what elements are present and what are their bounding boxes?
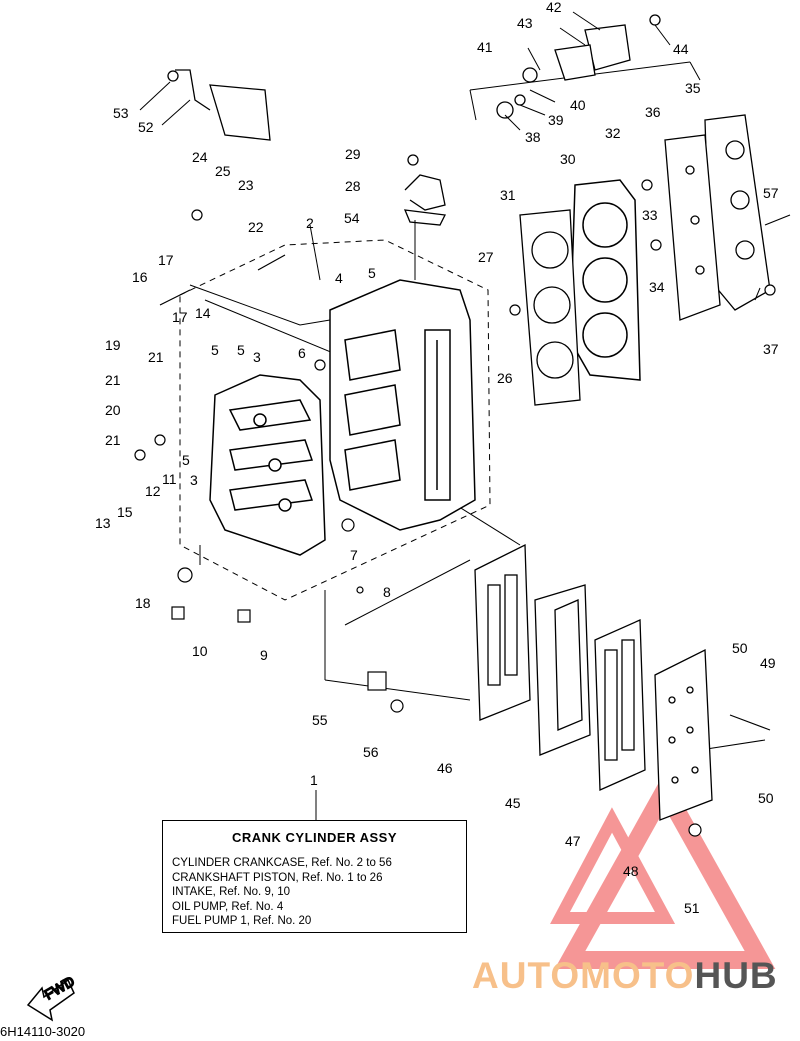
callout-57: 57 <box>763 185 779 201</box>
info-box-lines: CYLINDER CRANKCASE, Ref. No. 2 to 56 CRA… <box>172 856 392 929</box>
callout-24: 24 <box>192 149 208 165</box>
callout-12: 12 <box>145 483 161 499</box>
callout-17: 17 <box>158 252 174 268</box>
callout-26: 26 <box>497 370 513 386</box>
callout-3b: 3 <box>190 472 198 488</box>
callout-10: 10 <box>192 643 208 659</box>
callout-6: 6 <box>298 345 306 361</box>
callout-51: 51 <box>684 900 700 916</box>
info-line: FUEL PUMP 1, Ref. No. 20 <box>172 915 312 928</box>
callout-35: 35 <box>685 80 701 96</box>
callout-25: 25 <box>215 163 231 179</box>
callout-52: 52 <box>138 119 154 135</box>
thermostat-cover <box>496 14 661 119</box>
callout-11: 11 <box>162 471 177 487</box>
callout-27: 27 <box>478 249 494 265</box>
info-line: CRANKSHAFT PISTON, Ref. No. 1 to 26 <box>172 871 383 884</box>
callout-18: 18 <box>135 595 151 611</box>
cylinder-head <box>569 179 641 381</box>
callout-41: 41 <box>477 39 493 55</box>
callout-21c: 21 <box>105 432 121 448</box>
intake-cover-48 <box>654 648 713 821</box>
callout-50a: 50 <box>732 640 748 656</box>
callout-44: 44 <box>673 41 689 57</box>
callout-numbers: 1 2 3 3 4 5 5 5 5 6 7 8 9 10 11 12 13 14… <box>95 0 779 916</box>
callout-56: 56 <box>363 744 379 760</box>
callout-45: 45 <box>505 795 521 811</box>
callout-21a: 21 <box>148 349 164 365</box>
callout-17b: 17 <box>172 309 188 325</box>
info-line: OIL PUMP, Ref. No. 4 <box>172 900 284 913</box>
watermark-text-part1: AUTOMOTO <box>472 955 695 996</box>
callout-15: 15 <box>117 504 133 520</box>
callout-32: 32 <box>605 125 621 141</box>
bracket-28 <box>403 154 446 226</box>
callout-38: 38 <box>525 129 541 145</box>
fwd-arrow: FWD <box>26 972 78 1022</box>
callout-40: 40 <box>570 97 586 113</box>
callout-9: 9 <box>260 647 268 663</box>
watermark-text-part2: HUB <box>694 955 778 996</box>
callout-14: 14 <box>195 305 211 321</box>
callout-30: 30 <box>560 151 576 167</box>
callout-21b: 21 <box>105 372 121 388</box>
callout-19: 19 <box>105 337 121 353</box>
callout-55: 55 <box>312 712 328 728</box>
callout-54: 54 <box>344 210 360 226</box>
callout-20: 20 <box>105 402 121 418</box>
diagram-part-code: 6H14110-3020 <box>0 1024 86 1039</box>
assembly-info-box: CRANK CYLINDER ASSY CYLINDER CRANKCASE, … <box>162 820 467 933</box>
callout-3: 3 <box>253 349 261 365</box>
crankcase-half <box>209 374 326 556</box>
callout-5: 5 <box>368 265 376 281</box>
bracket-plate <box>167 69 271 141</box>
callout-46: 46 <box>437 760 453 776</box>
leader-lines <box>139 11 761 820</box>
callout-8: 8 <box>383 584 391 600</box>
watermark-logo <box>550 771 776 969</box>
callout-16: 16 <box>132 269 148 285</box>
callout-5c: 5 <box>237 342 245 358</box>
callout-7: 7 <box>350 547 358 563</box>
callout-36: 36 <box>645 104 661 120</box>
head-cover <box>704 114 771 311</box>
callout-43: 43 <box>517 15 533 31</box>
callout-53: 53 <box>113 105 129 121</box>
callout-34: 34 <box>649 279 665 295</box>
info-line: CYLINDER CRANKCASE, Ref. No. 2 to 56 <box>172 857 392 869</box>
fasteners <box>134 179 791 837</box>
callout-49: 49 <box>760 655 776 671</box>
callout-5d: 5 <box>182 452 190 468</box>
watermark-text: AUTOMOTOHUB <box>472 955 778 997</box>
reed-valve-45 <box>534 584 591 756</box>
callout-37: 37 <box>763 341 779 357</box>
assembly-boundary <box>179 239 491 601</box>
callout-28: 28 <box>345 178 361 194</box>
head-cover-gasket <box>664 134 721 321</box>
cylinder-block <box>329 279 476 531</box>
callout-1: 1 <box>310 772 318 788</box>
info-line: INTAKE, Ref. No. 9, 10 <box>172 886 291 899</box>
callout-42: 42 <box>546 0 562 15</box>
head-gasket <box>519 209 581 406</box>
callout-29: 29 <box>345 146 361 162</box>
callout-48: 48 <box>623 863 639 879</box>
info-box-title: CRANK CYLINDER ASSY <box>231 830 398 845</box>
callout-23: 23 <box>238 177 254 193</box>
callout-50b: 50 <box>758 790 774 806</box>
intake-gasket-46 <box>474 543 531 721</box>
callout-39: 39 <box>548 112 564 128</box>
callout-31: 31 <box>500 187 516 203</box>
callout-4: 4 <box>335 270 343 286</box>
intake-gasket-47 <box>594 619 646 791</box>
callout-47: 47 <box>565 833 581 849</box>
callout-22: 22 <box>248 219 264 235</box>
callout-2: 2 <box>306 215 314 231</box>
callout-13: 13 <box>95 515 111 531</box>
callout-33: 33 <box>642 207 658 223</box>
callout-5b: 5 <box>211 342 219 358</box>
